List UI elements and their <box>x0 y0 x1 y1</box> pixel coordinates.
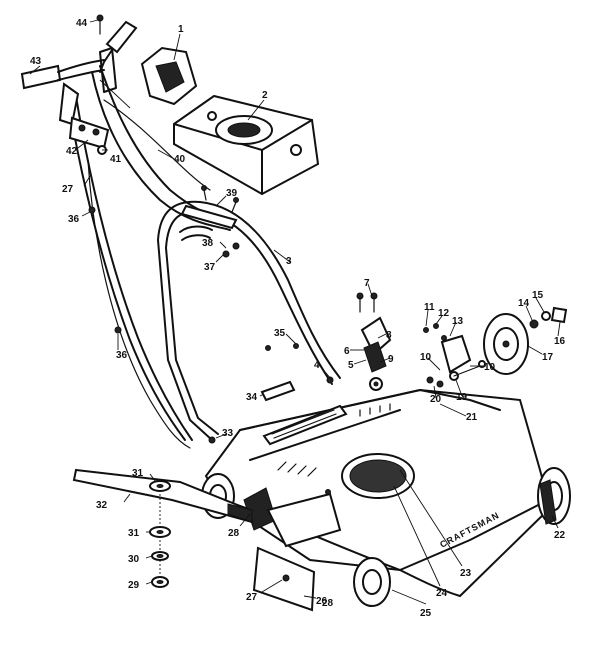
bolt-36 <box>88 206 96 214</box>
callout-26: 26 <box>316 596 328 607</box>
callout-5: 5 <box>348 360 354 371</box>
callout-12: 12 <box>438 308 450 319</box>
callout-23: 23 <box>460 568 472 579</box>
callout-41: 41 <box>110 154 122 165</box>
callout-33: 33 <box>222 428 234 439</box>
callout-10b: 10 <box>484 362 496 373</box>
callout-42: 42 <box>66 146 78 157</box>
height-bracket-8 <box>356 292 392 391</box>
callout-28a: 28 <box>228 528 240 539</box>
callout-3: 3 <box>286 256 292 267</box>
callout-36b: 36 <box>116 350 128 361</box>
wheel-17 <box>483 313 529 375</box>
rear-flap <box>252 546 316 612</box>
upper-handle <box>20 20 233 441</box>
bolt-36b <box>114 326 122 334</box>
callout-14: 14 <box>518 298 530 309</box>
callout-11: 11 <box>424 302 435 313</box>
callout-17: 17 <box>542 352 554 363</box>
callout-36a: 36 <box>68 214 80 225</box>
callout-15: 15 <box>532 290 544 301</box>
callout-2: 2 <box>262 90 268 101</box>
callout-20: 20 <box>430 394 442 405</box>
callout-7: 7 <box>364 278 370 289</box>
callout-38: 38 <box>202 238 214 249</box>
callout-30: 30 <box>128 554 140 565</box>
left-grip <box>20 64 62 90</box>
callout-22: 22 <box>554 530 566 541</box>
callout-28b: 28 <box>322 598 334 609</box>
callout-16: 16 <box>554 336 566 347</box>
callout-9: 9 <box>388 354 394 365</box>
callout-8: 8 <box>386 330 392 341</box>
height-adjuster-22 <box>539 479 557 525</box>
callout-24: 24 <box>436 588 448 599</box>
callout-31a: 31 <box>132 468 144 479</box>
callout-21: 21 <box>466 412 478 423</box>
mower-blade <box>72 468 254 524</box>
throttle-cable <box>87 159 191 449</box>
bracket-34 <box>260 380 296 402</box>
callout-44: 44 <box>76 18 88 29</box>
rear-left-wheel <box>353 557 391 607</box>
callout-1: 1 <box>178 24 184 35</box>
wheel-hardware <box>529 306 568 329</box>
callout-labels: 1 2 3 4 5 6 7 8 9 10 10 11 12 13 14 15 1… <box>30 18 566 619</box>
callout-43: 43 <box>30 56 42 67</box>
bolt-35 <box>265 345 271 351</box>
leader-lines <box>29 19 561 605</box>
handle-brackets <box>58 47 117 155</box>
lower-handle <box>157 200 341 444</box>
handle-bolt-33 <box>208 436 216 444</box>
callout-31b: 31 <box>128 528 140 539</box>
callout-10a: 10 <box>420 352 432 363</box>
callout-6: 6 <box>344 346 350 357</box>
callout-32: 32 <box>96 500 108 511</box>
callout-40: 40 <box>174 154 186 165</box>
callout-35: 35 <box>274 328 286 339</box>
callout-34: 34 <box>246 392 258 403</box>
control-cable <box>103 99 211 191</box>
engine-shroud-2 <box>173 94 320 196</box>
callout-29: 29 <box>128 580 140 591</box>
callout-27b: 27 <box>246 592 258 603</box>
callout-13: 13 <box>452 316 464 327</box>
callout-37: 37 <box>204 262 216 273</box>
callout-19: 19 <box>456 392 468 403</box>
engine-cover-1 <box>140 46 198 106</box>
callout-4: 4 <box>314 360 320 371</box>
height-lever-13 <box>423 323 486 388</box>
callout-39: 39 <box>226 188 238 199</box>
callout-25: 25 <box>420 608 432 619</box>
callout-27a: 27 <box>62 184 74 195</box>
right-grip <box>105 20 138 54</box>
